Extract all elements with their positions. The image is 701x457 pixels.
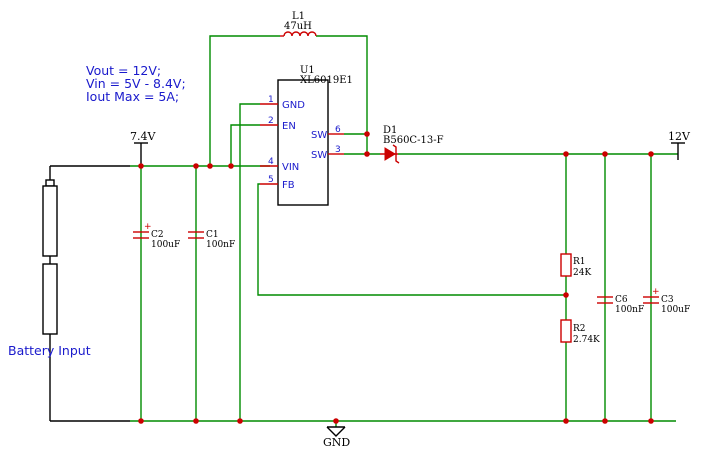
r2-value: 2.74K: [573, 335, 600, 345]
junction-dots: [138, 131, 654, 424]
u1-pin5-num: 5: [268, 175, 274, 185]
u1-pin5-name: FB: [282, 180, 295, 191]
c1-value: 100nF: [206, 240, 235, 250]
vin-net-flag: [134, 142, 148, 166]
vout-net-flag: [671, 142, 685, 160]
r1-value: 24K: [573, 268, 591, 278]
u1-ref: U1: [300, 65, 315, 76]
c6-capacitor: [597, 296, 613, 304]
u1-pin2-name: EN: [282, 121, 296, 132]
r1-ref: R1: [573, 257, 586, 267]
u1-part: XL6019E1: [300, 75, 353, 86]
c3-ref: C3: [661, 295, 674, 305]
c2-ref: C2: [151, 230, 164, 240]
note-vout: Vout = 12V;: [86, 63, 161, 78]
vin-net-label: 7.4V: [130, 130, 156, 143]
d1-diode: [380, 144, 400, 164]
c2-polarity: +: [144, 222, 152, 232]
c1-capacitor: [188, 231, 204, 239]
d1-value: B560C-13-F: [383, 135, 444, 146]
u1-pin4-num: 4: [268, 157, 274, 167]
u1-pin1-num: 1: [268, 95, 274, 105]
u1-pin1-name: GND: [282, 100, 305, 111]
c6-value: 100nF: [615, 305, 644, 315]
c1-ref: C1: [206, 230, 219, 240]
c3-value: 100uF: [661, 305, 690, 315]
r2-ref: R2: [573, 324, 586, 334]
l1-inductor: [280, 31, 317, 37]
note-vin: Vin = 5V - 8.4V;: [86, 76, 186, 91]
battery-label: Battery Input: [8, 343, 91, 358]
l1-ref: L1: [292, 11, 305, 22]
vout-net-label: 12V: [668, 130, 691, 143]
c2-capacitor: [133, 231, 149, 239]
d1-ref: D1: [383, 125, 397, 136]
c3-capacitor: [643, 296, 659, 304]
u1-pin6-name: SW: [311, 130, 327, 141]
u1-pin6-num: 6: [335, 125, 341, 135]
u1-pin3-name: SW: [311, 150, 327, 161]
u1-pin2-num: 2: [268, 116, 274, 126]
r2-resistor: [560, 319, 572, 343]
u1-pin4-name: VIN: [282, 162, 299, 173]
l1-value: 47uH: [284, 21, 312, 32]
note-iout: Iout Max = 5A;: [86, 89, 179, 104]
gnd-symbol: [326, 426, 346, 437]
battery-symbol: [42, 165, 130, 422]
gnd-label: GND: [323, 436, 350, 449]
c6-ref: C6: [615, 295, 628, 305]
u1-ic: [260, 79, 344, 206]
u1-pin3-num: 3: [335, 145, 341, 155]
c2-value: 100uF: [151, 240, 180, 250]
r1-resistor: [560, 253, 572, 277]
wires: [130, 35, 678, 427]
c3-polarity: +: [652, 287, 660, 297]
